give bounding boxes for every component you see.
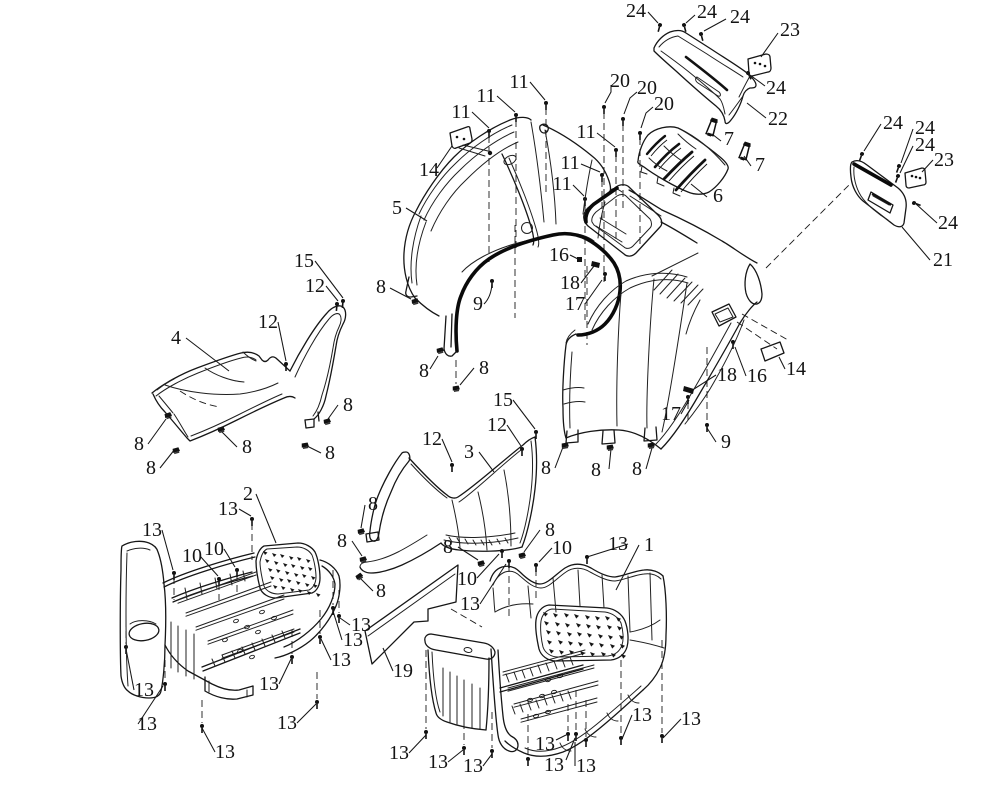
svg-text:12: 12	[258, 311, 278, 333]
svg-text:8: 8	[541, 457, 551, 479]
svg-text:13: 13	[544, 754, 564, 776]
svg-text:8: 8	[343, 394, 353, 416]
svg-text:8: 8	[325, 442, 335, 464]
svg-text:24: 24	[766, 77, 786, 99]
svg-text:3: 3	[464, 441, 474, 463]
svg-text:7: 7	[755, 154, 765, 176]
svg-text:14: 14	[786, 358, 806, 380]
svg-text:10: 10	[457, 568, 477, 590]
svg-text:24: 24	[915, 134, 935, 156]
svg-text:22: 22	[768, 108, 788, 130]
svg-text:13: 13	[331, 649, 351, 671]
svg-text:24: 24	[730, 6, 750, 28]
svg-text:11: 11	[451, 101, 470, 123]
svg-text:8: 8	[368, 493, 378, 515]
svg-text:13: 13	[215, 741, 235, 763]
svg-text:24: 24	[915, 117, 935, 139]
svg-text:13: 13	[134, 679, 154, 701]
svg-text:11: 11	[576, 121, 595, 143]
svg-text:24: 24	[938, 212, 958, 234]
svg-text:13: 13	[389, 742, 409, 764]
svg-text:5: 5	[392, 197, 402, 219]
svg-text:10: 10	[552, 537, 572, 559]
svg-text:8: 8	[632, 458, 642, 480]
svg-text:13: 13	[681, 708, 701, 730]
svg-text:8: 8	[376, 580, 386, 602]
svg-text:13: 13	[428, 751, 448, 773]
svg-text:13: 13	[608, 533, 628, 555]
svg-text:13: 13	[576, 755, 596, 777]
svg-text:1: 1	[644, 534, 654, 556]
svg-text:18: 18	[560, 272, 580, 294]
svg-text:16: 16	[549, 244, 569, 266]
svg-text:11: 11	[509, 71, 528, 93]
svg-text:9: 9	[721, 431, 731, 453]
svg-text:8: 8	[419, 360, 429, 382]
svg-text:13: 13	[259, 673, 279, 695]
svg-text:13: 13	[218, 498, 238, 520]
svg-text:13: 13	[535, 733, 555, 755]
svg-text:15: 15	[294, 250, 314, 272]
svg-text:2: 2	[243, 483, 253, 505]
svg-text:15: 15	[493, 389, 513, 411]
svg-text:11: 11	[560, 152, 579, 174]
svg-text:23: 23	[780, 19, 800, 41]
svg-text:8: 8	[443, 536, 453, 558]
svg-text:7: 7	[724, 128, 734, 150]
svg-text:13: 13	[632, 704, 652, 726]
svg-text:14: 14	[419, 159, 439, 181]
svg-text:13: 13	[142, 519, 162, 541]
svg-text:21: 21	[933, 249, 953, 271]
svg-text:11: 11	[476, 85, 495, 107]
svg-text:12: 12	[422, 428, 442, 450]
svg-text:13: 13	[277, 712, 297, 734]
svg-text:8: 8	[146, 457, 156, 479]
svg-text:24: 24	[626, 0, 646, 22]
svg-text:13: 13	[463, 755, 483, 777]
svg-text:8: 8	[479, 357, 489, 379]
svg-text:13: 13	[343, 629, 363, 651]
svg-text:24: 24	[883, 112, 903, 134]
svg-text:8: 8	[545, 519, 555, 541]
svg-text:8: 8	[376, 276, 386, 298]
svg-text:9: 9	[473, 293, 483, 315]
svg-text:20: 20	[610, 70, 630, 92]
svg-text:13: 13	[137, 713, 157, 735]
svg-text:17: 17	[661, 403, 681, 425]
svg-text:4: 4	[171, 327, 181, 349]
svg-text:18: 18	[717, 364, 737, 386]
svg-text:8: 8	[337, 530, 347, 552]
svg-text:17: 17	[565, 293, 585, 315]
svg-text:6: 6	[713, 185, 723, 207]
svg-text:24: 24	[697, 1, 717, 23]
svg-text:8: 8	[134, 433, 144, 455]
svg-text:20: 20	[654, 93, 674, 115]
svg-text:12: 12	[305, 275, 325, 297]
svg-text:13: 13	[460, 593, 480, 615]
svg-text:23: 23	[934, 149, 954, 171]
svg-text:20: 20	[637, 77, 657, 99]
svg-text:11: 11	[552, 173, 571, 195]
svg-text:19: 19	[393, 660, 413, 682]
svg-text:10: 10	[182, 545, 202, 567]
svg-text:12: 12	[487, 414, 507, 436]
svg-text:10: 10	[204, 538, 224, 560]
svg-text:8: 8	[242, 436, 252, 458]
svg-text:8: 8	[591, 459, 601, 481]
svg-text:16: 16	[747, 365, 767, 387]
